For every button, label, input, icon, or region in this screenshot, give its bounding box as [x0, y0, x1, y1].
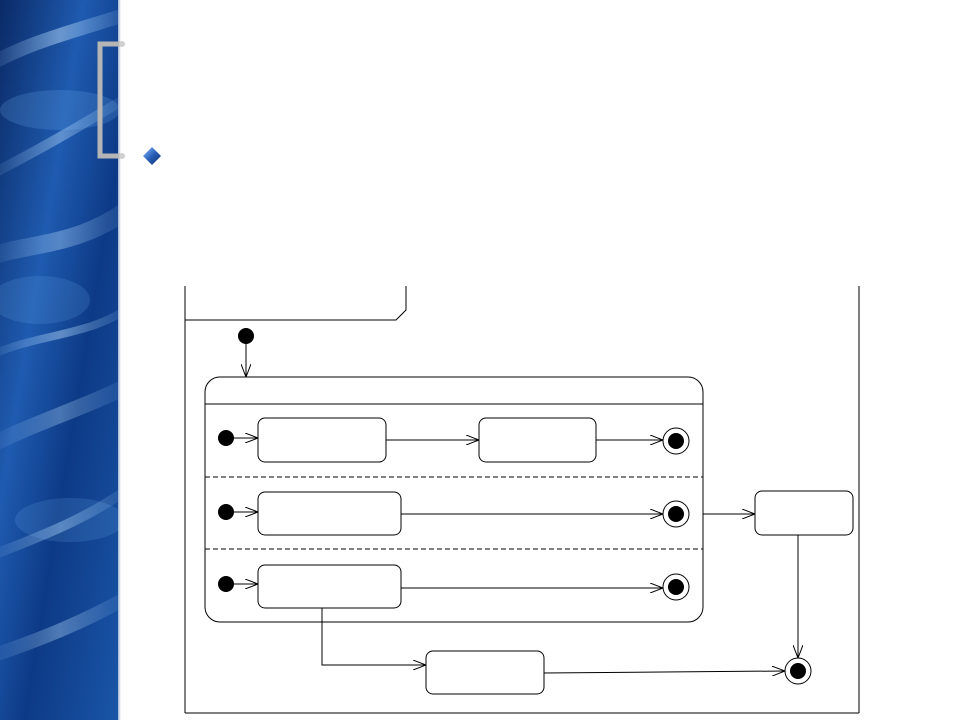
transition-exit-from-region-3 — [321, 608, 426, 665]
initial-state-region-2 — [218, 504, 234, 520]
state-after-join — [754, 490, 854, 536]
bracket-icon — [97, 41, 125, 159]
state-region-2-a — [257, 491, 402, 536]
final-state-region-3 — [662, 573, 690, 601]
transition-exit-state-to-final — [543, 671, 785, 673]
initial-state-region-3 — [218, 576, 234, 592]
state-region-1-a — [257, 417, 387, 463]
final-state-region-2 — [662, 500, 690, 528]
initial-state-top — [238, 328, 254, 344]
final-state-overall — [784, 657, 812, 685]
final-state-region-1 — [662, 427, 690, 455]
diamond-bullet-icon — [143, 147, 161, 165]
state-region-1-b — [478, 417, 597, 463]
state-exit — [425, 650, 545, 695]
side-panel-divider — [118, 0, 121, 720]
frame-name-tab — [185, 286, 407, 321]
diagram-frame — [184, 286, 860, 714]
state-region-3-a — [257, 564, 402, 609]
initial-state-region-1 — [218, 430, 234, 446]
